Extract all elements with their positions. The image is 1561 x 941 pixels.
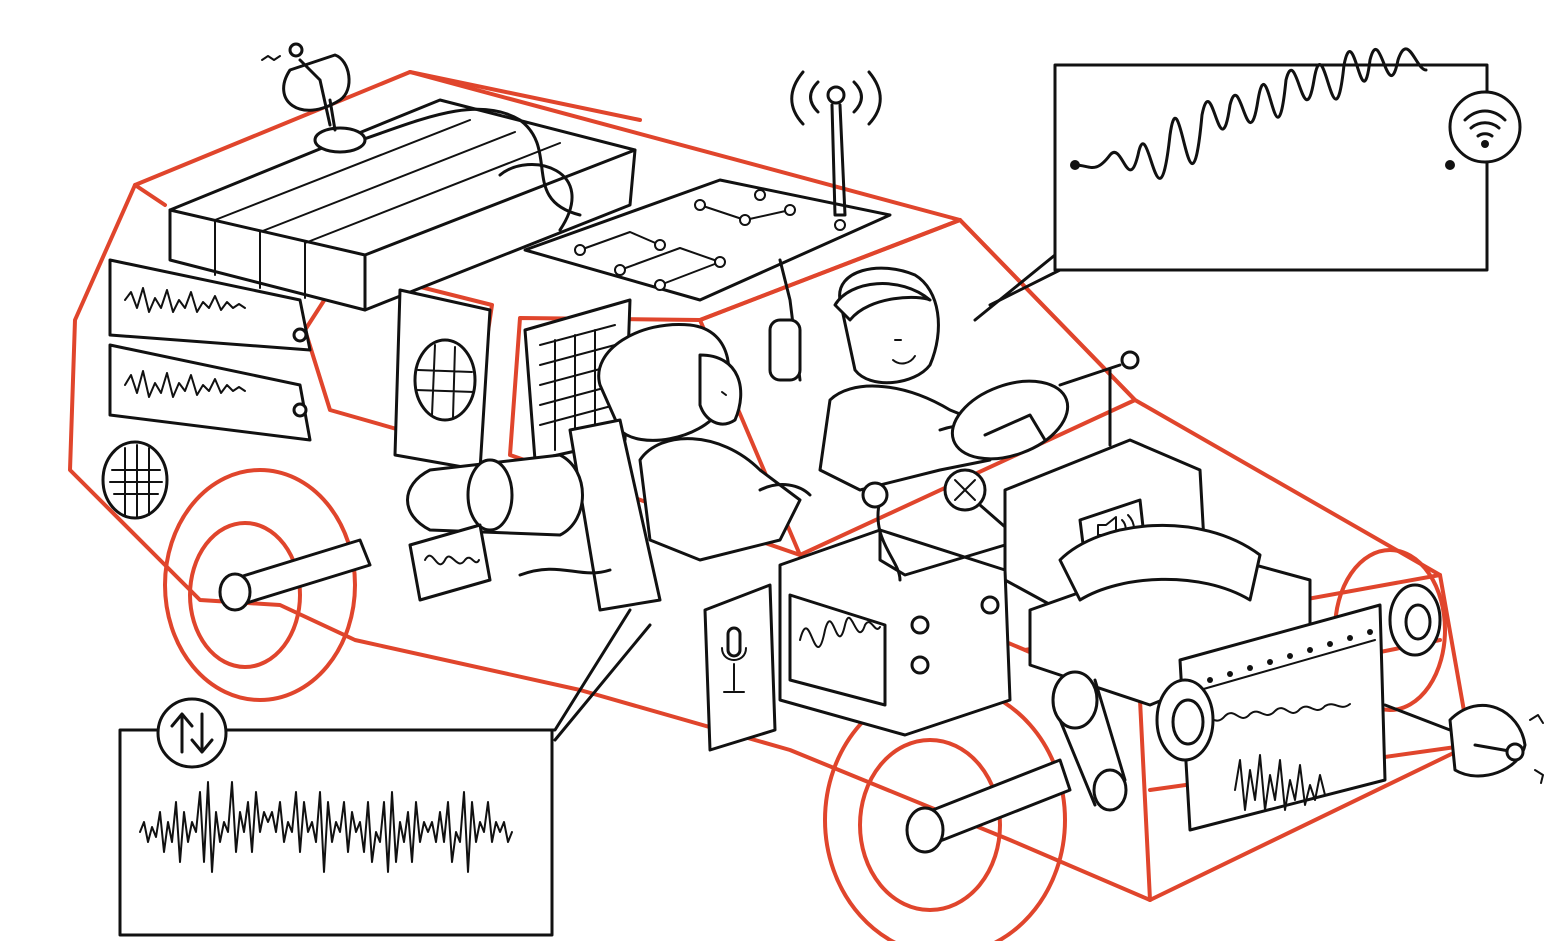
front-horn-icon — [1383, 703, 1544, 784]
under-floor-equipment — [406, 453, 612, 602]
boom-microphone-icon — [1058, 350, 1140, 447]
roof-equipment — [168, 98, 892, 312]
wifi-icon — [1448, 90, 1522, 164]
grab-handle — [768, 258, 802, 382]
waveform-callout-panel — [973, 47, 1522, 322]
engine-block — [1028, 523, 1442, 832]
driver-figure — [818, 266, 1012, 492]
microphone-icon — [721, 626, 747, 693]
front-rear-axles — [218, 538, 1072, 854]
satellite-dish-icon — [261, 42, 367, 154]
passenger-figure — [568, 322, 812, 612]
center-console — [778, 481, 1012, 737]
steering-wheel — [950, 379, 1070, 461]
speaker-cabinet — [393, 288, 492, 472]
up-down-arrows-icon — [156, 697, 228, 769]
rear-audio-rack — [101, 258, 312, 520]
mic-box — [703, 583, 777, 752]
antenna-broadcast-icon — [790, 70, 882, 217]
audio-callout-panel — [118, 608, 652, 937]
